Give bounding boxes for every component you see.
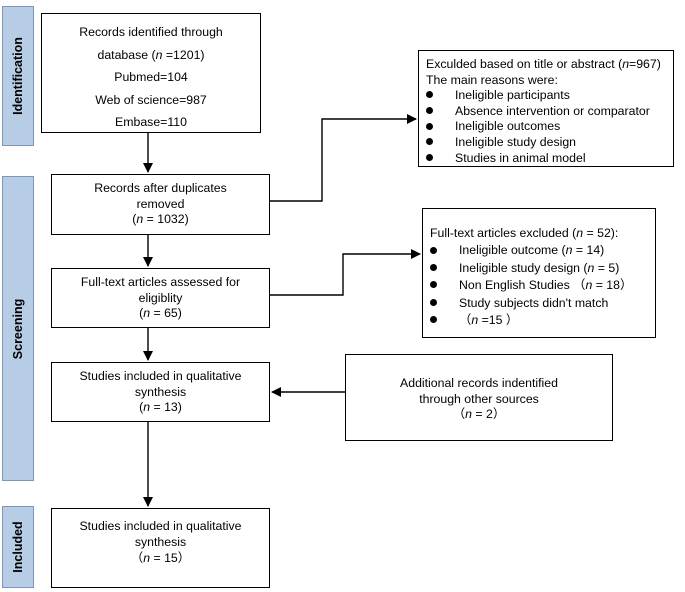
- arrow-fulltext-to-excluded: [270, 249, 421, 296]
- bullet-icon: [430, 281, 437, 289]
- qual13-count: (n = 13): [139, 400, 182, 414]
- additional-line1: Additional records indentified: [400, 376, 558, 390]
- stage-included: Included: [2, 506, 34, 588]
- qual15-count: （n = 15）: [130, 551, 191, 565]
- bullet-icon: [430, 298, 437, 306]
- bullet-icon: [426, 91, 433, 99]
- qual15-line2: synthesis: [134, 535, 187, 549]
- stage-identification: Identification: [2, 6, 34, 146]
- duplicates-line1: Records after duplicates: [94, 181, 227, 195]
- duplicates-line2: removed: [136, 196, 185, 211]
- excluded-reason-1: Ineligible participants: [426, 88, 673, 104]
- qual13-line1: Studies included in qualitative: [79, 369, 242, 383]
- excluded-title-subheading: The main reasons were:: [426, 72, 558, 87]
- fulltext-excluded-item-5: （n =15 ）: [430, 312, 655, 329]
- bullet-icon: [430, 264, 437, 272]
- bullet-icon: [430, 246, 437, 254]
- qual15-line1: Studies included in qualitative: [79, 519, 242, 533]
- excluded-reason-4: Ineligible study design: [426, 135, 673, 151]
- excluded-reason-5: Studies in animal model: [426, 151, 673, 167]
- fulltext-excluded-heading: Full-text articles excluded (n = 52):: [430, 226, 619, 240]
- fulltext-line1: Full-text articles assessed for: [80, 275, 241, 289]
- box-qualitative-15: Studies included in qualitative synthesi…: [51, 508, 270, 588]
- additional-count: （n = 2）: [452, 407, 506, 421]
- duplicates-count: (n = 1032): [132, 212, 189, 226]
- arrow-duplicates-to-excluded: [270, 114, 417, 202]
- excluded-title-heading: Exculded based on title or abstract (n=9…: [426, 57, 661, 71]
- bullet-icon: [426, 153, 433, 161]
- qual13-line2: synthesis: [134, 384, 187, 399]
- box-records-after-duplicates: Records after duplicates removed (n = 10…: [51, 174, 270, 235]
- box-records-identified: Records identified through database (n =…: [41, 13, 261, 133]
- bullet-icon: [426, 122, 433, 130]
- bullet-icon: [426, 138, 433, 146]
- additional-line2: through other sources: [419, 391, 539, 406]
- fulltext-excluded-item-2: Ineligible study design (n = 5): [430, 260, 655, 277]
- box-qualitative-13: Studies included in qualitative synthesi…: [51, 362, 270, 422]
- records-web-of-science: Web of science=987: [95, 92, 207, 107]
- fulltext-excluded-item-3: Non English Studies （n = 18）: [430, 277, 655, 294]
- bullet-icon: [426, 107, 433, 115]
- bullet-icon: [430, 316, 437, 324]
- box-fulltext-excluded: Full-text articles excluded (n = 52): In…: [422, 208, 656, 338]
- records-pubmed: Pubmed=104: [114, 70, 188, 84]
- fulltext-line2: eligiblity: [138, 290, 183, 305]
- box-excluded-title-abstract: Exculded based on title or abstract (n=9…: [418, 50, 674, 167]
- records-embase: Embase=110: [115, 115, 187, 129]
- fulltext-excluded-item-1: Ineligible outcome (n = 14): [430, 242, 655, 259]
- records-identified-line2: database (n =1201): [97, 47, 205, 62]
- fulltext-count: (n = 65): [139, 306, 182, 320]
- stage-screening: Screening: [2, 176, 34, 481]
- excluded-reason-2: Absence intervention or comparator: [426, 104, 673, 120]
- excluded-reason-3: Ineligible outcomes: [426, 119, 673, 135]
- box-fulltext-assessed: Full-text articles assessed for eligibli…: [51, 268, 270, 328]
- fulltext-excluded-item-4: Study subjects didn't match: [430, 295, 655, 312]
- box-additional-records: Additional records indentified through o…: [345, 354, 613, 441]
- records-identified-line1: Records identified through: [79, 25, 223, 39]
